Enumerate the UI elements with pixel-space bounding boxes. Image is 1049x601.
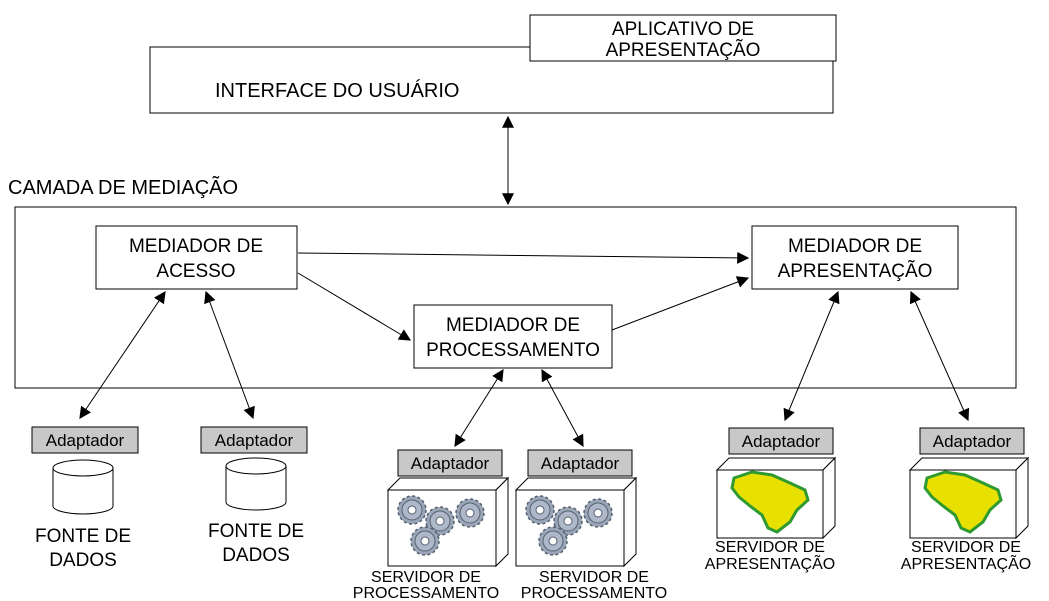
data-source-label-line2: DADOS [222, 545, 290, 566]
access-mediator-label-line2: ACESSO [156, 261, 235, 282]
brazil-map-icon [923, 470, 1003, 534]
presentation-app-label-line2: APRESENTAÇÃO [606, 39, 761, 61]
access-mediator-box [95, 225, 298, 290]
server-label-line1: SERVIDOR DE [371, 569, 481, 586]
data-source-2: Adaptador FONTE DE DADOS [200, 426, 308, 566]
processing-mediator-box [413, 304, 613, 369]
presentation-mediator-label-line2: APRESENTAÇÃO [778, 260, 933, 282]
adapter-box [728, 427, 834, 455]
server-label-line2: PROCESSAMENTO [521, 585, 667, 601]
data-source-1: Adaptador FONTE DE DADOS [31, 426, 139, 571]
processing-mediator-label-line2: PROCESSAMENTO [426, 340, 600, 361]
data-source-label-line1: FONTE DE [35, 526, 131, 547]
presentation-server-1: Adaptador SERVIDOR DE APRESENTAÇÃO [705, 427, 837, 573]
brazil-map-icon [730, 470, 810, 534]
presentation-app-box [529, 14, 837, 62]
presentation-mediator-box [751, 225, 959, 290]
processing-server-1: Adaptador SERVIDOR DE PROCESSAMENTO [353, 449, 510, 601]
access-to-processing-arrow [297, 272, 412, 341]
adapter-label: Adaptador [215, 431, 294, 450]
user-interface-label: INTERFACE DO USUÁRIO [215, 79, 459, 102]
access-adapter1-arrow [79, 291, 166, 419]
access-to-presentation-arrow [297, 251, 750, 264]
processing-adapter1-arrow [454, 368, 504, 448]
adapter-label: Adaptador [933, 432, 1012, 451]
presentation-mediator-label-line1: MEDIADOR DE [788, 236, 922, 257]
database-cylinder-icon [52, 459, 114, 515]
server-label-line1: SERVIDOR DE [911, 539, 1021, 556]
adapter-label: Adaptador [411, 454, 490, 473]
data-source-label-line2: DADOS [49, 550, 117, 571]
processing-adapter2-arrow [541, 368, 584, 448]
server-label-line1: SERVIDOR DE [715, 539, 825, 556]
server-label-line2: PROCESSAMENTO [353, 585, 499, 601]
adapter-label: Adaptador [742, 432, 821, 451]
adapter-label: Adaptador [541, 454, 620, 473]
presentation-app-label-line1: APLICATIVO DE [612, 19, 754, 40]
server-label-line1: SERVIDOR DE [539, 569, 649, 586]
adapter-box [31, 426, 139, 454]
presentation-adapter2-arrow [909, 290, 970, 422]
adapter-box [919, 427, 1025, 455]
processing-to-presentation-arrow [611, 276, 750, 331]
processing-mediator-label-line1: MEDIADOR DE [446, 315, 580, 336]
processing-server-2: Adaptador SERVIDOR DE PROCESSAMENTO [514, 449, 667, 601]
access-mediator-label-line1: MEDIADOR DE [129, 236, 263, 257]
access-adapter2-arrow [204, 290, 255, 420]
adapter-box [527, 449, 633, 477]
adapter-box [397, 449, 503, 477]
presentation-server-2: Adaptador SERVIDOR DE APRESENTAÇÃO [901, 427, 1031, 573]
adapter-label: Adaptador [46, 431, 125, 450]
mediation-layer-title: CAMADA DE MEDIAÇÃO [8, 175, 238, 199]
presentation-adapter1-arrow [783, 290, 840, 422]
adapter-box [200, 426, 308, 454]
server-label-line2: APRESENTAÇÃO [901, 553, 1031, 573]
database-cylinder-icon [225, 457, 287, 511]
data-source-label-line1: FONTE DE [208, 521, 304, 542]
server-label-line2: APRESENTAÇÃO [705, 553, 835, 573]
